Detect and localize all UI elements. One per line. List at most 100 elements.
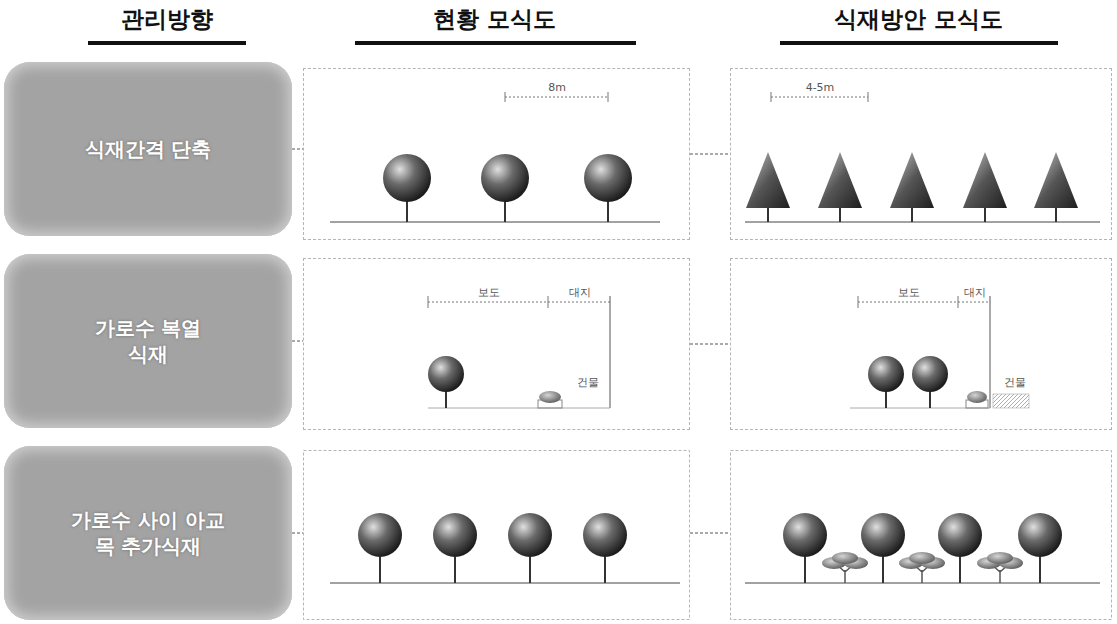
connector-line — [690, 343, 730, 345]
tree-row-plan — [745, 513, 1100, 583]
street-section-current — [428, 296, 610, 408]
street-section-current — [610, 296, 611, 408]
conifer-row-plan — [767, 206, 769, 222]
tree-row-current — [330, 583, 680, 584]
dimension-label: 대지 — [964, 286, 986, 299]
tree-row-plan — [938, 513, 982, 557]
street-section-current — [428, 356, 464, 392]
panel-frame — [304, 451, 690, 620]
street-section-plan — [886, 390, 930, 408]
tree-row-current — [379, 557, 381, 583]
tree-row-current — [504, 200, 506, 222]
header-underline — [780, 41, 1058, 45]
tree-row-plan — [822, 552, 1023, 569]
tree-row-plan — [987, 552, 1013, 564]
street-section-current — [428, 302, 610, 303]
panel-frame — [304, 451, 1112, 620]
tree-row-current — [358, 513, 402, 557]
tree-row-plan — [832, 552, 858, 564]
tree-row-current — [505, 97, 608, 98]
conifer-row-plan — [771, 97, 868, 98]
connector-line — [292, 340, 303, 342]
diagram-panel: 보도 대지건물 — [303, 258, 690, 430]
street-section-plan — [858, 302, 990, 303]
tree-row-current — [604, 557, 606, 583]
tree-row-current — [433, 513, 477, 557]
street-section-current — [548, 296, 549, 308]
tree-row-plan — [959, 557, 961, 583]
street-section-plan — [990, 296, 991, 408]
street-section-current — [428, 408, 610, 409]
connector-line — [690, 153, 730, 155]
tree-row-plan — [882, 557, 884, 583]
street-section-current — [539, 391, 561, 403]
diagram-panel: 8m — [303, 68, 690, 240]
tree-row-current — [481, 154, 529, 202]
street-section-plan — [885, 390, 887, 408]
tree-row-plan — [1039, 557, 1041, 583]
header-underline — [355, 41, 636, 45]
tree-row-current — [584, 154, 632, 202]
conifer-row-plan — [771, 92, 772, 102]
tree-row-current — [583, 513, 627, 557]
tree-row-current — [330, 92, 660, 222]
tree-row-plan — [861, 513, 905, 557]
conifer-row-plan — [890, 152, 934, 208]
connector-line — [690, 532, 730, 534]
street-section-current — [445, 390, 447, 408]
conifer-row-plan — [984, 206, 986, 222]
street-section-current — [428, 296, 429, 308]
dimension-label: 보도 — [478, 286, 500, 299]
conifer-row-plan — [818, 152, 862, 208]
street-section-plan — [858, 296, 859, 308]
tree-row-plan — [1018, 513, 1062, 557]
direction-box: 가로수 복열식재 — [4, 254, 292, 428]
direction-box: 식재간격 단축 — [4, 62, 292, 236]
tree-row-current — [383, 154, 431, 202]
diagram-panel: 보도대지건물 — [730, 258, 1112, 430]
column-header: 식재방안 모식도 — [834, 6, 1003, 34]
conifer-row-plan — [868, 92, 869, 102]
dimension-label: 보도 — [898, 286, 920, 299]
tree-row-current — [529, 557, 531, 583]
street-section-plan — [993, 394, 1029, 408]
tree-row-plan — [783, 513, 827, 557]
street-section-plan — [958, 296, 959, 308]
tree-row-current — [380, 557, 605, 583]
conifer-row-plan — [745, 222, 1100, 223]
dimension-label: 4-5m — [806, 81, 835, 94]
header-underline — [88, 41, 1058, 45]
tree-row-current — [330, 222, 660, 223]
conifer-row-plan — [768, 206, 1056, 222]
street-section-plan — [868, 356, 904, 392]
tree-row-plan — [804, 557, 806, 583]
column-header: 관리방향 — [121, 6, 213, 34]
connector-line — [292, 148, 303, 150]
direction-box: 가로수 사이 아교목 추가식재 — [4, 446, 292, 620]
street-section-plan — [967, 391, 987, 403]
dimension-label: 대지 — [569, 286, 591, 299]
street-section-plan — [850, 296, 1029, 408]
header-underline — [88, 41, 246, 45]
conifer-row-plan — [745, 92, 1100, 222]
direction-text: 식재간격 단축 — [85, 136, 212, 162]
dimension-label: 건물 — [577, 376, 599, 389]
panel-frame — [731, 451, 1112, 620]
street-section-plan — [929, 390, 931, 408]
tree-row-current — [505, 92, 506, 102]
tree-row-current — [454, 557, 456, 583]
connector-line — [292, 532, 303, 534]
tree-row-current — [608, 92, 609, 102]
dimension-label: 8m — [548, 81, 566, 94]
tree-row-current — [505, 97, 608, 98]
tree-row-current — [330, 92, 660, 222]
direction-text: 가로수 사이 아교목 추가식재 — [63, 507, 233, 559]
conifer-row-plan — [911, 206, 913, 222]
conifer-row-plan — [746, 152, 1078, 208]
direction-text: 가로수 복열식재 — [93, 315, 203, 367]
conifer-row-plan — [839, 206, 841, 222]
conifer-row-plan — [1055, 206, 1057, 222]
conifer-row-plan — [746, 152, 790, 208]
street-section-plan — [912, 356, 948, 392]
